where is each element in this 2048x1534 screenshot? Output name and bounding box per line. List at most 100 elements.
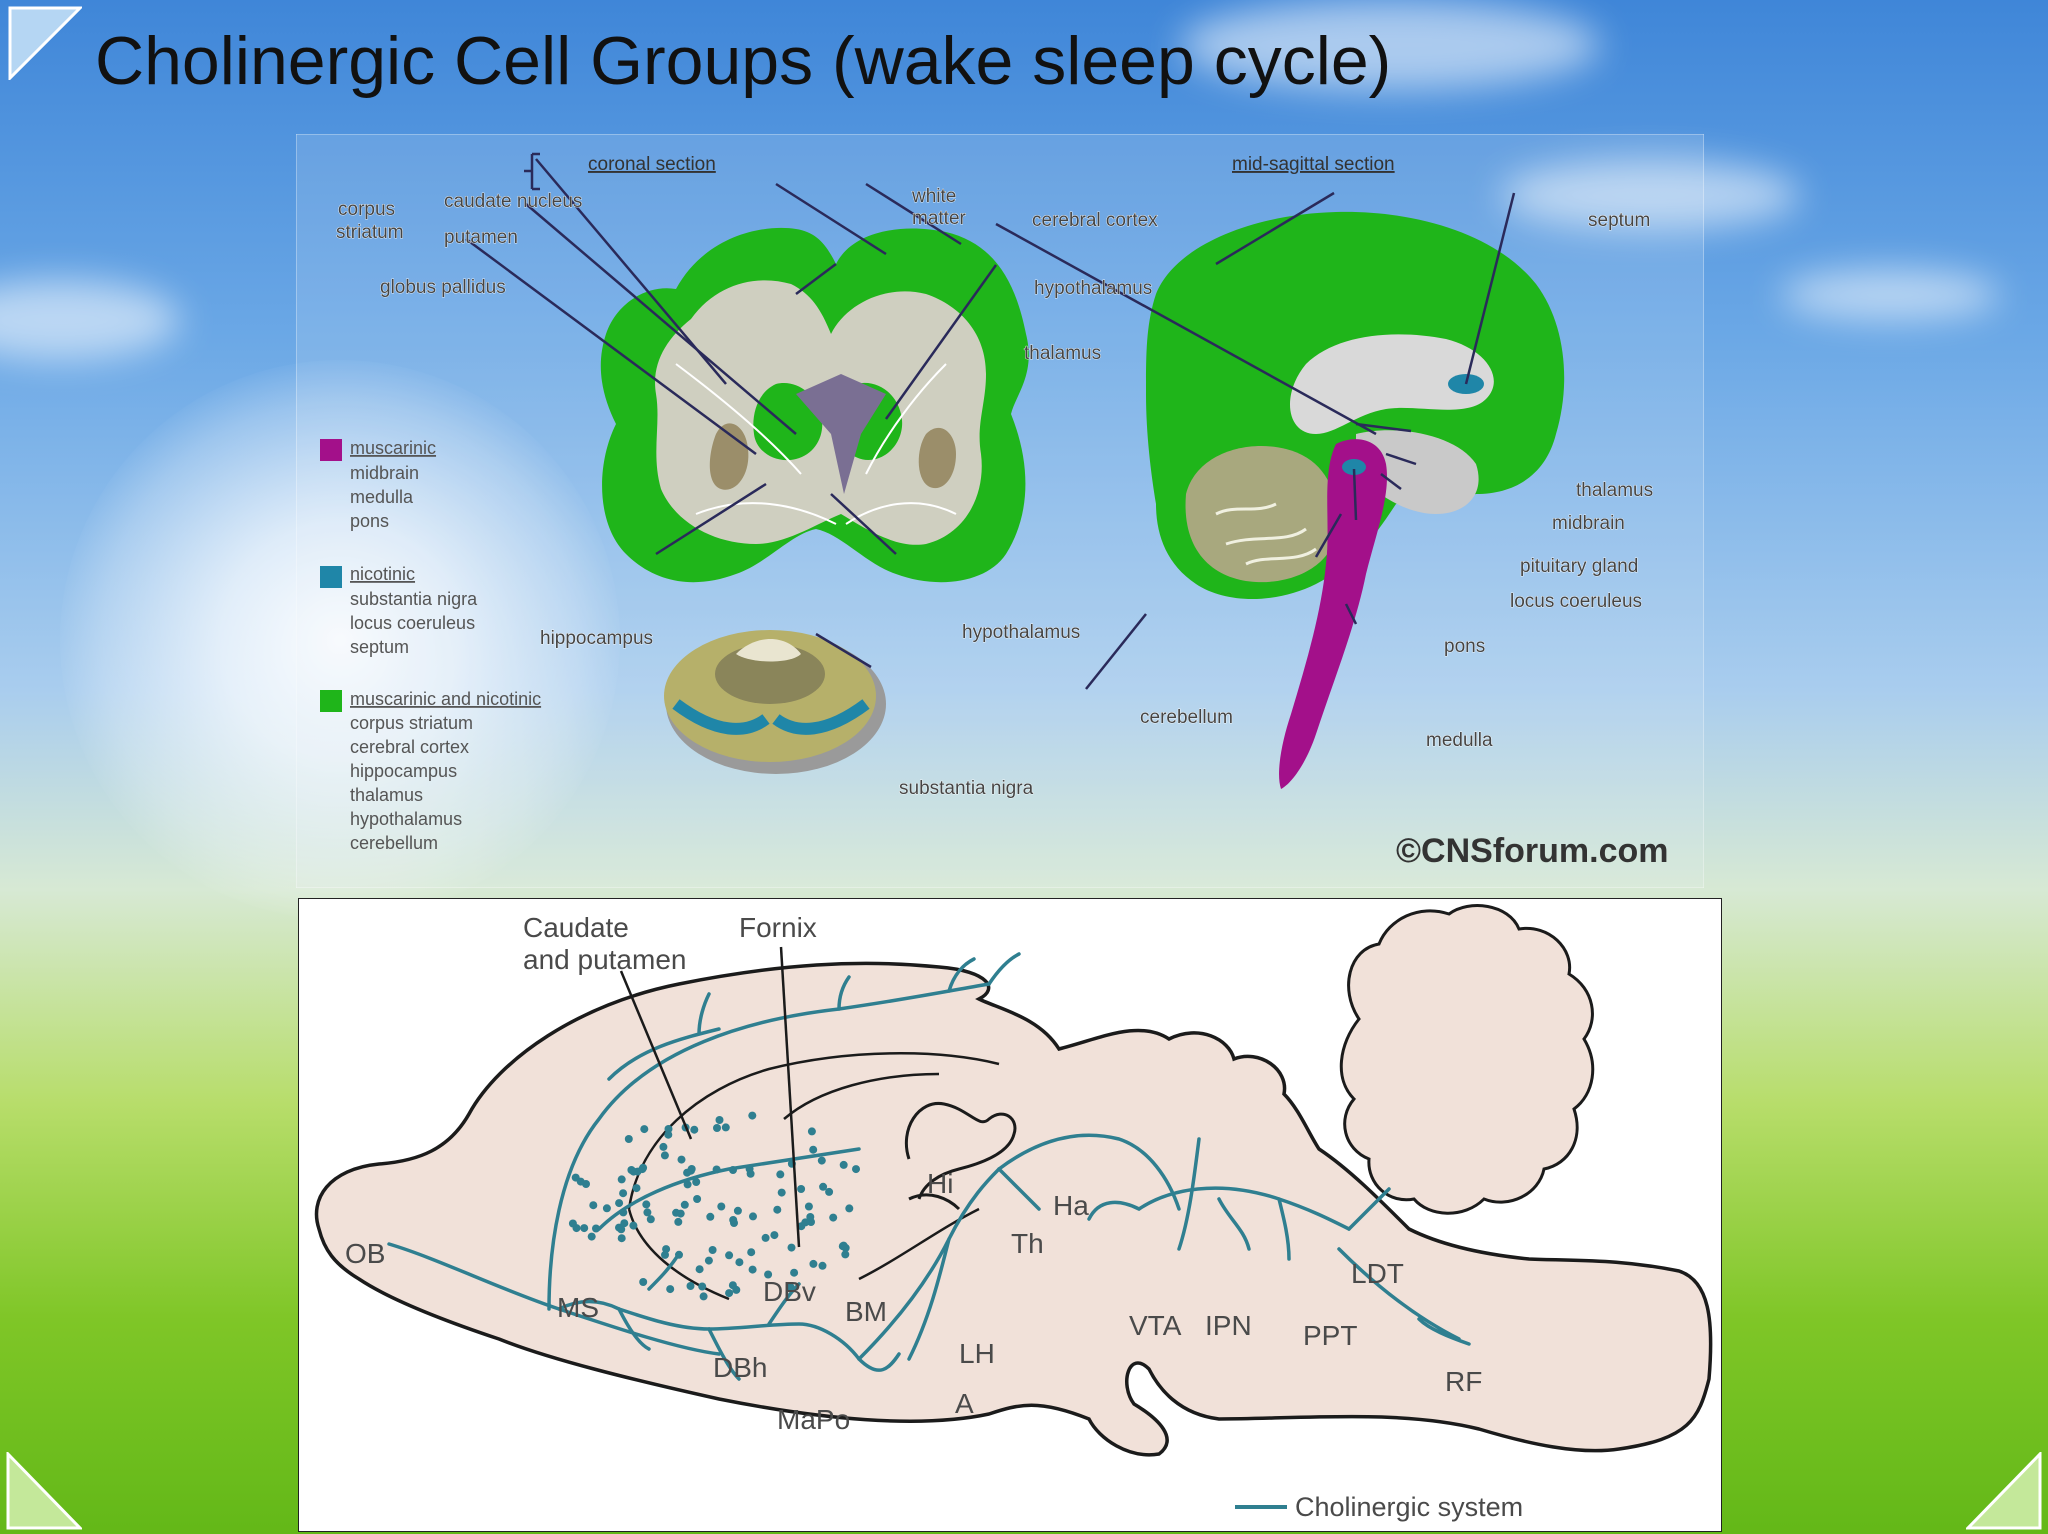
legend-header-nicotinic: nicotinic	[350, 564, 415, 584]
caudate-dot	[589, 1201, 598, 1210]
legend-swatch-nicotinic	[320, 566, 342, 588]
caudate-dot	[841, 1250, 850, 1259]
caudate-dot	[695, 1265, 704, 1274]
pathway-basal-branches	[617, 1252, 801, 1381]
label-ob: OB	[345, 1238, 385, 1269]
sagittal-thalamus-region	[1356, 430, 1479, 514]
caudate-dot	[686, 1282, 695, 1290]
caudate-dot	[729, 1216, 738, 1224]
coronal-section-diagram	[600, 227, 1029, 583]
cholinergic-pathway-figure: Caudate and putamen Fornix OB MS DBv DBh…	[298, 898, 1722, 1532]
label-mapo: MaPo	[777, 1404, 850, 1435]
cloud	[1500, 160, 1800, 230]
rat-brain-outline	[314, 961, 1713, 1457]
caudate-dot	[683, 1180, 692, 1189]
label-caudate-nucleus: caudate nucleus	[444, 191, 582, 212]
cloud	[1180, 0, 1600, 90]
cerebellum-section-diagram	[664, 630, 886, 774]
legend-item: hippocampus	[350, 761, 457, 781]
caudate-dot	[568, 1219, 577, 1228]
top-figure-leader-lines	[465, 152, 1516, 690]
caudate-dot	[617, 1225, 626, 1234]
coronal-section-header: coronal section	[588, 154, 716, 175]
caudate-dot	[676, 1209, 685, 1218]
label-a: A	[955, 1388, 974, 1419]
caudate-dot	[806, 1213, 815, 1221]
receptor-legend: muscarinic midbrain medulla pons nicotin…	[320, 438, 541, 853]
caudate-dot	[619, 1189, 628, 1198]
slide-title: Cholinergic Cell Groups (wake sleep cycl…	[95, 23, 1392, 99]
pathway-fornix	[597, 1147, 861, 1231]
label-matter: matter	[912, 208, 967, 229]
pathway-dorsal-cortex	[547, 982, 991, 1311]
caudate-dot	[809, 1259, 818, 1268]
caudate-dot	[708, 1246, 717, 1254]
caudate-dot	[787, 1243, 796, 1252]
caudate-dot	[617, 1234, 626, 1243]
caudate-dot	[829, 1213, 838, 1222]
caudate-dot	[819, 1182, 828, 1191]
caudate-dot	[580, 1224, 589, 1233]
cns-forum-brain-figure: coronal section mid-sagittal section cor…	[296, 134, 1704, 888]
cholinergic-pathways	[387, 952, 1471, 1381]
caudate-dot	[664, 1125, 673, 1133]
sagittal-brainstem	[1279, 439, 1387, 789]
caudate-dot	[571, 1173, 580, 1182]
caudate-dot	[627, 1166, 636, 1174]
label-ldt: LDT	[1351, 1258, 1404, 1289]
caudate-dot	[587, 1232, 596, 1241]
caudate-dot	[699, 1292, 708, 1301]
caudate-dot	[692, 1178, 701, 1186]
caudate-dot	[715, 1116, 724, 1124]
coronal-fiber-lines	[675, 363, 957, 525]
label-striatum: striatum	[336, 222, 404, 243]
pathway-brainstem	[1087, 1186, 1351, 1231]
label-caudate: Caudate	[523, 912, 629, 943]
legend-item: cerebral cortex	[350, 737, 469, 757]
label-hypothalamus-sagittal: hypothalamus	[1034, 278, 1152, 299]
substantia-nigra-band	[672, 699, 870, 735]
label-white: white	[911, 186, 956, 207]
caudate-dot	[687, 1165, 696, 1173]
caudate-dot	[804, 1202, 813, 1211]
caudate-dot	[825, 1187, 834, 1196]
caudate-dot	[809, 1145, 818, 1154]
caudate-dot	[629, 1221, 638, 1230]
corner-triangle-bottom-right	[1966, 1452, 2042, 1530]
legend-swatch-muscarinic	[320, 439, 342, 461]
caudate-dot	[713, 1124, 721, 1132]
label-locus-coeruleus: locus coeruleus	[1510, 591, 1642, 612]
caudate-dot	[661, 1250, 669, 1259]
label-ha: Ha	[1053, 1190, 1089, 1221]
cloud	[1780, 270, 2000, 320]
caudate-dot	[764, 1270, 773, 1279]
caudate-dot	[674, 1217, 683, 1226]
label-th: Th	[1011, 1228, 1044, 1259]
caudate-dot	[761, 1233, 770, 1242]
legend-header-muscarinic: muscarinic	[350, 438, 436, 458]
sagittal-cerebellum	[1185, 446, 1337, 583]
label-hypothalamus-coronal: hypothalamus	[962, 622, 1080, 643]
caudate-dot	[852, 1165, 860, 1174]
rat-brain-inner-lines	[627, 1052, 1000, 1301]
caudate-dot	[721, 1123, 730, 1132]
coronal-ventricles	[796, 374, 886, 494]
label-ipn: IPN	[1205, 1310, 1252, 1341]
caudate-dot	[839, 1241, 848, 1250]
caudate-dot	[817, 1156, 826, 1165]
caudate-dot	[773, 1205, 782, 1214]
sagittal-cerebellum-folia	[1215, 502, 1317, 566]
corner-triangle-bottom-left	[6, 1452, 82, 1530]
caudate-dot	[845, 1204, 854, 1213]
pathway-thalamic-branches	[907, 1167, 1041, 1361]
label-midbrain: midbrain	[1552, 513, 1625, 534]
caudate-dot	[839, 1160, 848, 1169]
caudate-dot	[728, 1281, 737, 1290]
label-thalamus-coronal: thalamus	[1024, 343, 1101, 364]
caudate-dot	[807, 1127, 816, 1136]
legend-item: locus coeruleus	[350, 613, 475, 633]
caudate-dot	[620, 1219, 629, 1228]
label-fornix: Fornix	[739, 912, 817, 943]
caudate-dot	[592, 1224, 600, 1233]
